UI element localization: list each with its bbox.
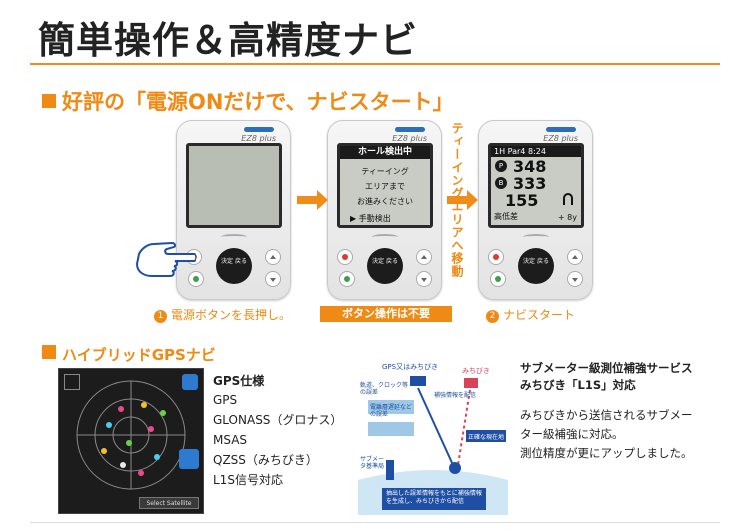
up-button[interactable]	[567, 249, 583, 265]
diagram-label-position: 正確な現在地	[468, 434, 505, 441]
diagram-label-bottom: 抽出した誤差情報をもとに補強情報を生成し、みちびきから配信	[386, 490, 482, 505]
screen3-top: 1H Par4 8:24	[491, 146, 581, 157]
section2-heading: ハイブリッドGPSナビ	[42, 344, 216, 365]
title-rule	[30, 63, 720, 65]
logo-wing-icon	[523, 234, 549, 240]
device-brand: EZ8 plus	[241, 134, 276, 143]
device-3-screen: 1H Par4 8:24 P 348 B 333 155 高低差 + 8y	[488, 143, 584, 228]
diagram-label-michibiki: みちびき	[462, 367, 490, 375]
page-title: 簡単操作＆高精度ナビ	[38, 19, 418, 62]
screen3-row: P 348	[491, 157, 581, 176]
device-2-screen: ホール検出中 ティーイング エリアまで お進みください ▶ 手動検出	[337, 143, 433, 228]
subm-title-line: みちびき「L1S」対応	[520, 378, 636, 392]
step-2-caption: 2 ナビスタート	[486, 306, 575, 323]
distance-3: 155	[505, 191, 539, 210]
gps-spec-item: GLONASS（グロナス）	[213, 413, 343, 427]
up-button[interactable]	[416, 249, 432, 265]
side-vertical-text: ティーイングエリアへ移動	[450, 122, 464, 278]
subm-title: サブメーター級測位補強サービス みちびき「L1S」対応	[520, 360, 693, 394]
power-button[interactable]	[337, 249, 353, 265]
voice-button[interactable]	[490, 271, 506, 287]
elevation-label: 高低差	[494, 212, 518, 221]
voice-button[interactable]	[339, 271, 355, 287]
step-1-label: 電源ボタンを長押し。	[171, 308, 292, 322]
screen3-row: 155	[491, 191, 581, 210]
step-2-label: ナビスタート	[503, 308, 576, 322]
diagram-background	[358, 360, 508, 515]
bluetooth-badge-icon	[395, 127, 425, 132]
select-satellite-button[interactable]: Select Satellite	[139, 497, 199, 509]
pointing-hand-icon	[135, 241, 196, 277]
bluetooth-badge-icon	[546, 127, 576, 132]
arrow-right-icon	[447, 190, 478, 210]
dial-label: 決定 戻る	[523, 258, 549, 265]
dial-button[interactable]: 決定 戻る	[518, 248, 554, 284]
diagram-label-correction: 補強情報を配信	[434, 392, 477, 399]
device-1: EZ8 plus 決定 戻る	[176, 120, 291, 300]
power-button[interactable]	[488, 249, 504, 265]
subm-desc-line: みちびきから送信されるサブメー	[520, 408, 693, 422]
device-brand: EZ8 plus	[543, 134, 578, 143]
section1-heading: 好評の「電源ONだけで、ナビスタート」	[42, 86, 454, 116]
screen2-line: お進みください	[357, 197, 413, 206]
square-bullet-icon	[42, 94, 56, 108]
satellite-skyplot	[76, 380, 186, 490]
step-2-number: 2	[486, 310, 499, 323]
augmentation-diagram: GPS又はみちびき みちびき 軌道、クロック等の誤差 補強情報を配信 電離層遅延…	[358, 360, 508, 515]
flag-icon	[563, 193, 573, 205]
device-3: EZ8 plus 1H Par4 8:24 P 348 B 333 155 高低…	[478, 120, 593, 300]
refresh-icon[interactable]	[182, 374, 198, 390]
square-bullet-icon	[42, 345, 56, 359]
gps-spec-title: GPS仕様	[213, 374, 265, 388]
down-button[interactable]	[265, 271, 281, 287]
gps-spec-list: GPS GLONASS（グロナス） MSAS QZSS（みちびき） L1S信号対…	[213, 390, 342, 490]
section1-heading-text: 好評の「電源ONだけで、ナビスタート」	[62, 90, 454, 114]
subm-description: みちびきから送信されるサブメー ター級補強に対応。 測位精度が更にアップしました…	[520, 406, 693, 463]
dial-label: 決定 戻る	[372, 258, 398, 265]
distance-2: 333	[513, 174, 547, 193]
down-button[interactable]	[567, 271, 583, 287]
subm-desc-line: ター級補強に対応。	[520, 427, 624, 441]
down-button[interactable]	[416, 271, 432, 287]
logo-wing-icon	[221, 234, 247, 240]
diagram-label-sats: GPS又はみちびき	[382, 363, 439, 371]
gps-spec-item: GPS	[213, 393, 238, 407]
dial-button[interactable]: 決定 戻る	[367, 248, 403, 284]
gps-spec-item: L1S信号対応	[213, 473, 283, 487]
logo-wing-icon	[372, 234, 398, 240]
badge-p: P	[495, 160, 507, 172]
set-button[interactable]	[179, 449, 199, 469]
screen2-manual: ▶ 手動検出	[350, 214, 391, 223]
screen2-header: ホール検出中	[340, 146, 430, 159]
diagram-label-station: サブメータ基準局	[360, 456, 385, 470]
diagram-label-orbit: 軌道、クロック等の誤差	[360, 382, 409, 396]
device-1-screen-blank	[186, 143, 282, 228]
arrow-right-icon	[297, 190, 328, 210]
section2-heading-text: ハイブリッドGPSナビ	[62, 346, 216, 364]
gps-spec-item: QZSS（みちびき）	[213, 453, 318, 467]
distance-1: 348	[513, 157, 547, 176]
dial-button[interactable]: 決定 戻る	[216, 248, 252, 284]
device-2: EZ8 plus ホール検出中 ティーイング エリアまで お進みください ▶ 手…	[327, 120, 442, 300]
screen2-line: エリアまで	[365, 182, 405, 191]
badge-b: B	[495, 177, 507, 189]
subm-title-line: サブメーター級測位補強サービス	[520, 361, 693, 375]
bluetooth-badge-icon	[244, 127, 274, 132]
step-1-number: 1	[154, 310, 167, 323]
satellite-screen: Select Satellite	[58, 368, 204, 514]
settings-square-icon[interactable]	[64, 374, 80, 390]
dial-label: 決定 戻る	[221, 258, 247, 265]
elevation-value: + 8y	[557, 213, 577, 222]
screen3-row: B 333	[491, 174, 581, 193]
step-middle-caption: ボタン操作は不要	[320, 306, 452, 322]
screen2-line: ティーイング	[361, 167, 409, 176]
voice-button[interactable]	[188, 271, 204, 287]
up-button[interactable]	[265, 249, 281, 265]
gps-spec-item: MSAS	[213, 433, 248, 447]
diagram-label-error: 電離層遅延などの誤差	[370, 404, 413, 418]
step-1-caption: 1 電源ボタンを長押し。	[154, 306, 291, 323]
device-brand: EZ8 plus	[392, 134, 427, 143]
subm-desc-line: 測位精度が更にアップしました。	[520, 446, 693, 460]
bottom-rule	[30, 522, 720, 523]
